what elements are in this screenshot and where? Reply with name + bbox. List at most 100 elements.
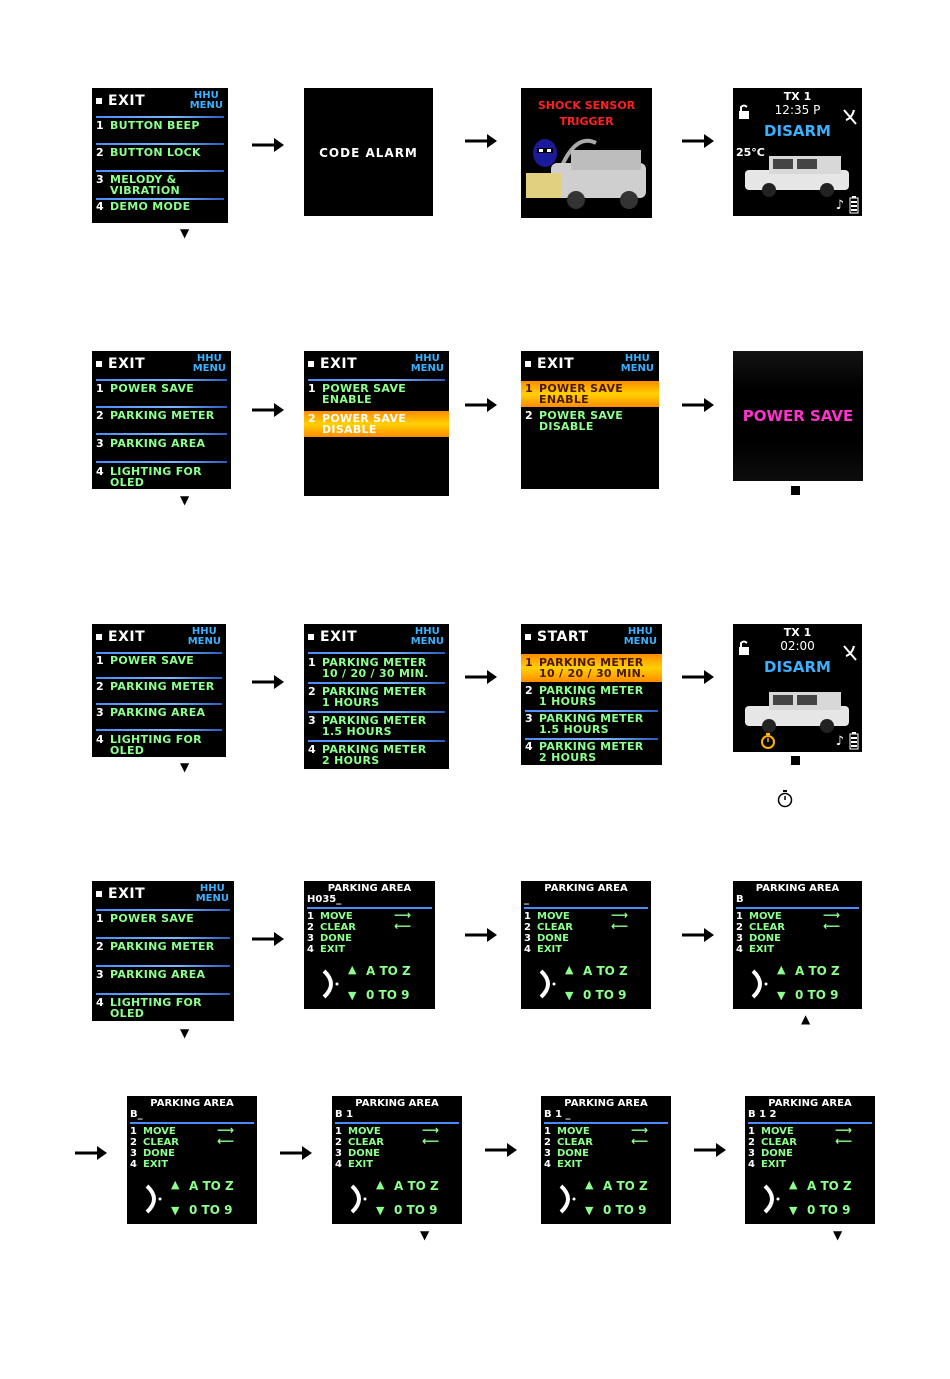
down-arrow-icon: ▼ bbox=[789, 1204, 798, 1217]
exit-label[interactable]: EXIT bbox=[108, 886, 146, 902]
antenna-icon bbox=[843, 109, 857, 125]
up-arrow-icon: ▲ bbox=[171, 1178, 180, 1191]
a-to-z-label: A TO Z bbox=[795, 964, 840, 978]
arrow-left-icon: ⟵ bbox=[611, 919, 629, 933]
arrow-left-icon: ⟵ bbox=[394, 919, 412, 933]
start-label[interactable]: START bbox=[537, 629, 589, 645]
up-arrow-icon: ▲ bbox=[565, 963, 574, 976]
down-arrow-icon: ▼ bbox=[348, 989, 357, 1002]
up-arrow-icon: ▲ bbox=[585, 1178, 594, 1191]
zero-to-nine-label: 0 TO 9 bbox=[583, 988, 627, 1002]
a-to-z-label: A TO Z bbox=[583, 964, 628, 978]
a-to-z-label: A TO Z bbox=[394, 1179, 439, 1193]
exit-label[interactable]: EXIT bbox=[108, 356, 146, 372]
exit-label[interactable]: EXIT bbox=[320, 356, 358, 372]
stop-square-icon bbox=[791, 756, 800, 765]
parking-area-title: PARKING AREA bbox=[768, 1098, 852, 1109]
arrow-left-icon: ⟵ bbox=[835, 1134, 853, 1148]
arrow-right-icon bbox=[465, 928, 497, 942]
arrow-right-icon bbox=[252, 138, 284, 152]
dial-icon bbox=[350, 1184, 367, 1214]
code-alarm-logo-screen: CODE ALARM bbox=[304, 88, 433, 216]
zero-to-nine-label: 0 TO 9 bbox=[366, 988, 410, 1002]
scroll-down-icon: ▼ bbox=[420, 1228, 430, 1242]
antenna-icon bbox=[843, 645, 857, 661]
arrow-left-icon: ⟵ bbox=[217, 1134, 235, 1148]
zero-to-nine-label: 0 TO 9 bbox=[189, 1203, 233, 1217]
up-arrow-icon: ▲ bbox=[348, 963, 357, 976]
arrow-right-icon bbox=[682, 928, 714, 942]
dial-icon bbox=[751, 969, 768, 999]
exit-label[interactable]: EXIT bbox=[108, 93, 146, 109]
zero-to-nine-label: 0 TO 9 bbox=[603, 1203, 647, 1217]
parking-area-title: PARKING AREA bbox=[327, 883, 412, 894]
parking-area-title: PARKING AREA bbox=[355, 1098, 439, 1109]
arrow-right-icon bbox=[252, 403, 284, 417]
dial-icon bbox=[322, 969, 339, 999]
code-alarm-logo: CODE ALARM bbox=[319, 146, 418, 160]
exit-label[interactable]: EXIT bbox=[537, 356, 575, 372]
scroll-down-icon: ▼ bbox=[833, 1228, 843, 1242]
arrow-right-icon bbox=[75, 1146, 107, 1160]
down-arrow-icon: ▼ bbox=[585, 1204, 594, 1217]
zero-to-nine-label: 0 TO 9 bbox=[394, 1203, 438, 1217]
stopwatch-icon bbox=[761, 733, 775, 749]
parking-code: B 1 _ bbox=[544, 1109, 571, 1120]
arrow-right-icon bbox=[694, 1143, 726, 1157]
arrow-left-icon: ⟵ bbox=[823, 919, 841, 933]
parking-code: H035_ bbox=[307, 894, 342, 905]
scroll-down-icon: ▼ bbox=[180, 493, 190, 507]
arrow-right-icon bbox=[465, 398, 497, 412]
arrow-right-icon: ⟶ bbox=[823, 908, 841, 922]
temperature: 25°C bbox=[736, 146, 765, 159]
stop-square-icon bbox=[791, 486, 800, 495]
a-to-z-label: A TO Z bbox=[366, 964, 411, 978]
dial-icon bbox=[539, 969, 556, 999]
status-screen-2: TX 1 02:00 DISARM ♪ bbox=[733, 624, 862, 752]
parking-area-title: PARKING AREA bbox=[755, 883, 840, 894]
a-to-z-label: A TO Z bbox=[603, 1179, 648, 1193]
parking-code: B 1 bbox=[335, 1109, 354, 1120]
a-to-z-label: A TO Z bbox=[807, 1179, 852, 1193]
exit-label[interactable]: EXIT bbox=[320, 629, 358, 645]
parking-code: B_ bbox=[130, 1109, 143, 1120]
music-note-icon: ♪ bbox=[835, 198, 844, 213]
arrow-right-icon bbox=[682, 134, 714, 148]
disarm-status: DISARM bbox=[764, 122, 831, 140]
dial-icon bbox=[559, 1184, 576, 1214]
exit-label[interactable]: EXIT bbox=[108, 629, 146, 645]
arrow-right-icon: ⟶ bbox=[422, 1123, 440, 1137]
timer-time: 02:00 bbox=[780, 639, 815, 653]
up-arrow-icon: ▲ bbox=[777, 963, 786, 976]
dial-icon bbox=[145, 1184, 162, 1214]
up-arrow-icon: ▲ bbox=[789, 1178, 798, 1191]
arrow-right-icon: ⟶ bbox=[631, 1123, 649, 1137]
